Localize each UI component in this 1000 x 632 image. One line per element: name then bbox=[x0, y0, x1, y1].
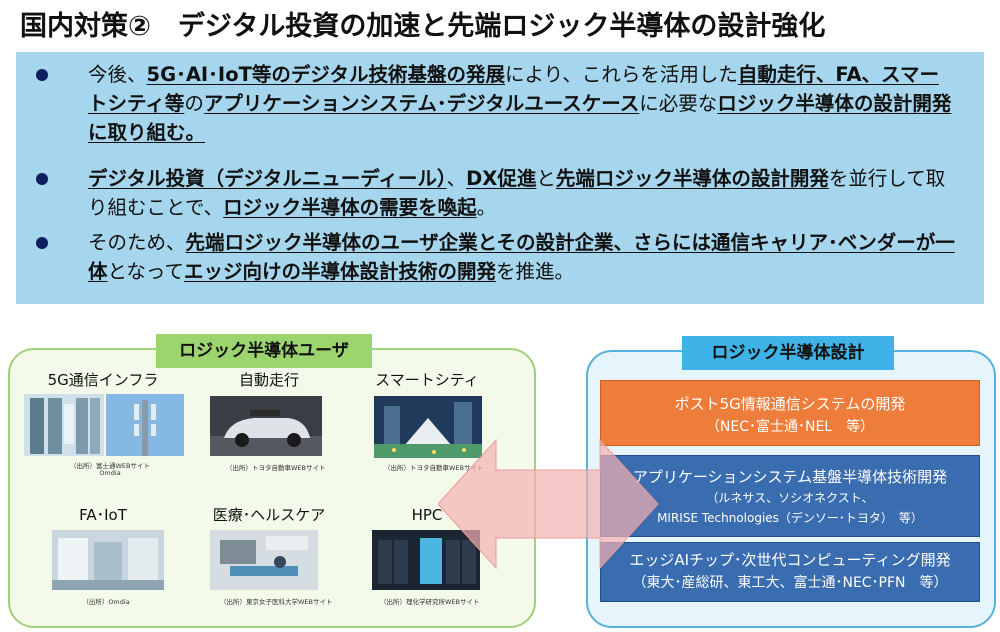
page-title: 国内対策② デジタル投資の加速と先端ロジック半導体の設計強化 bbox=[20, 11, 826, 42]
double-arrow-icon bbox=[438, 438, 658, 570]
body-text: 、 bbox=[446, 167, 467, 190]
bullet-dot-icon bbox=[36, 173, 48, 185]
emphasis-text: エッジ向けの半導体設計技術の開発 bbox=[183, 260, 496, 283]
source-note: （出所）トヨタ自動車WEBサイト bbox=[384, 464, 484, 472]
body-text: 今後、 bbox=[88, 63, 147, 86]
emphasis-text: DX促進 bbox=[466, 167, 537, 190]
user-item-autodrive: 自動走行 bbox=[188, 370, 350, 390]
edge-ai-box: エッジAIチップ･次世代コンピューティング開発 （東大･産総研、東工大、富士通･… bbox=[600, 542, 980, 602]
datacenter-photo bbox=[24, 394, 104, 456]
car-photo bbox=[210, 396, 322, 456]
emphasis-text: 先端ロジック半導体のユーザ企業とその設計企業、さらには通信キャリア･ベンダーが一… bbox=[88, 231, 955, 283]
bullet-item: デジタル投資（デジタルニューディール）、DX促進と先端ロジック半導体の設計開発を… bbox=[36, 164, 956, 222]
body-text: に必要な bbox=[639, 92, 718, 115]
bullet-item: そのため、先端ロジック半導体のユーザ企業とその設計企業、さらには通信キャリア･ベ… bbox=[36, 228, 956, 286]
user-item-5g: 5G通信インフラ bbox=[22, 370, 184, 390]
box-title: ポスト5G情報通信システムの開発 bbox=[674, 395, 906, 413]
body-text: を推進。 bbox=[495, 260, 574, 283]
bullet-item: 今後、5G･AI･IoT等のデジタル技術基盤の発展により、これらを活用した自動走… bbox=[36, 60, 956, 147]
antenna-photo bbox=[106, 394, 184, 456]
user-item-name: 医療･ヘルスケア bbox=[212, 506, 326, 524]
body-text: 。 bbox=[476, 196, 497, 219]
box-title: エッジAIチップ･次世代コンピューティング開発 bbox=[629, 551, 951, 569]
body-text: を並行して取り組むことで、 bbox=[88, 167, 946, 219]
bullet-panel: 今後、5G･AI･IoT等のデジタル技術基盤の発展により、これらを活用した自動走… bbox=[16, 52, 984, 304]
user-item-name: スマートシティ bbox=[375, 371, 479, 389]
bullet-dot-icon bbox=[36, 237, 48, 249]
factory-photo bbox=[52, 530, 164, 590]
emphasis-text: アプリケーションシステム･デジタルユースケース bbox=[203, 92, 640, 115]
user-item-smartcity: スマートシティ bbox=[346, 370, 508, 390]
users-label: ロジック半導体ユーザ bbox=[156, 334, 372, 368]
user-item-fa-iot: FA･IoT bbox=[22, 505, 184, 525]
bullet-dot-icon bbox=[36, 69, 48, 81]
box-companies: （ルネサス、ソシオネクスト、 bbox=[706, 491, 874, 505]
emphasis-text: 自動走行、FA、スマートシティ等 bbox=[88, 63, 939, 115]
smartcity-photo bbox=[374, 396, 482, 458]
source-note: （出所）東京女子医科大学WEBサイト bbox=[220, 598, 333, 606]
body-text: の bbox=[184, 92, 204, 115]
emphasis-text: ロジック半導体の需要を喚起 bbox=[223, 196, 477, 219]
user-item-name: HPC bbox=[411, 506, 443, 524]
user-item-medical: 医療･ヘルスケア bbox=[188, 505, 350, 525]
emphasis-text: 先端ロジック半導体の設計開発 bbox=[555, 167, 829, 190]
supercomputer-photo bbox=[372, 530, 480, 590]
emphasis-text: 5G･AI･IoT等のデジタル技術基盤の発展 bbox=[146, 63, 506, 86]
body-text: となって bbox=[107, 260, 184, 283]
source-note: （出所）富士通WEBサイト bbox=[70, 462, 150, 470]
emphasis-text: ロジック半導体の設計開発に取り組む。 bbox=[88, 92, 952, 144]
user-item-hpc: HPC bbox=[346, 505, 508, 525]
user-item-name: FA･IoT bbox=[79, 506, 127, 524]
source-note: （出所）Omdia bbox=[82, 598, 130, 606]
bullet-text: デジタル投資（デジタルニューディール）、DX促進と先端ロジック半導体の設計開発を… bbox=[88, 164, 956, 222]
box-companies: （NEC･富士通･NEL 等） bbox=[705, 419, 875, 435]
source-note: （出所）トヨタ自動車WEBサイト bbox=[226, 464, 326, 472]
box-companies: （東大･産総研、東工大、富士通･NEC･PFN 等） bbox=[632, 575, 948, 591]
medical-photo bbox=[210, 530, 318, 590]
user-item-name: 自動走行 bbox=[238, 371, 299, 389]
body-text: と bbox=[536, 167, 556, 190]
body-text: により、これらを活用した bbox=[505, 63, 738, 86]
box-title: アプリケーションシステム基盤半導体技術開発 bbox=[632, 468, 948, 486]
bullet-text: そのため、先端ロジック半導体のユーザ企業とその設計企業、さらには通信キャリア･ベ… bbox=[88, 228, 956, 286]
user-item-name: 5G通信インフラ bbox=[47, 371, 159, 389]
emphasis-text: デジタル投資（デジタルニューディール） bbox=[88, 167, 447, 190]
source-note: Omdia bbox=[99, 469, 121, 477]
source-note: （出所）理化学研究所WEBサイト bbox=[380, 598, 480, 606]
box-companies: MIRISE Technologies（デンソー･トヨタ） 等） bbox=[657, 511, 923, 525]
body-text: そのため、 bbox=[88, 231, 186, 254]
app-system-box: アプリケーションシステム基盤半導体技術開発 （ルネサス、ソシオネクスト、 MIR… bbox=[600, 455, 980, 537]
bullet-text: 今後、5G･AI･IoT等のデジタル技術基盤の発展により、これらを活用した自動走… bbox=[88, 60, 956, 147]
design-label: ロジック半導体設計 bbox=[682, 336, 894, 370]
post5g-box: ポスト5G情報通信システムの開発 （NEC･富士通･NEL 等） bbox=[600, 380, 980, 446]
